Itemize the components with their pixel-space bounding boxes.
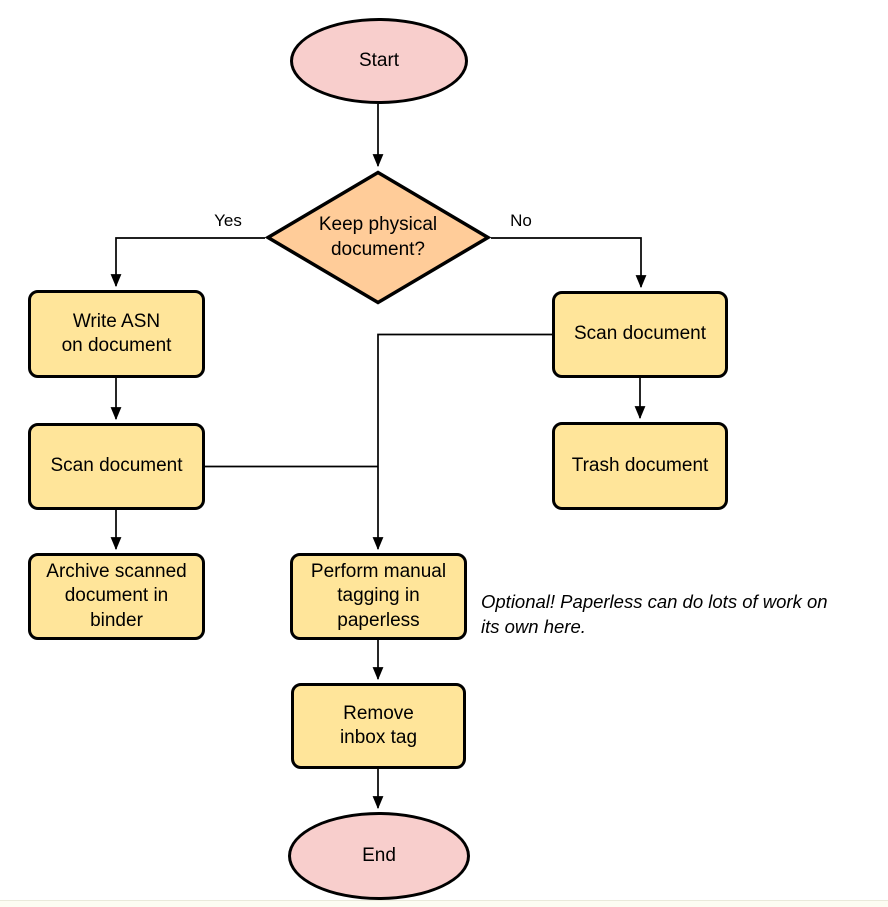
start-node: Start [290,18,468,104]
remove-inbox-tag-node: Remove inbox tag [291,683,466,769]
scan-document-right-node: Scan document [552,291,728,378]
decision-keep-physical-document-node: Keep physical document? [265,170,491,305]
write-asn-node: Write ASN on document [28,290,205,378]
archive-scanned-document-node: Archive scanned document in binder [28,553,205,640]
manual-tagging-node: Perform manual tagging in paperless [290,553,467,640]
scan-document-left-node: Scan document [28,423,205,510]
edge-decision-yes-to-write-asn [110,237,265,288]
page-bottom-edge [0,900,888,907]
edge-label-yes: Yes [214,211,242,230]
edge-label-no: No [510,211,532,230]
edge-scan-right-to-tagging [372,333,552,551]
decision-label: Keep physical document? [318,214,438,260]
trash-document-node: Trash document [552,422,728,510]
optional-annotation: Optional! Paperless can do lots of work … [481,591,828,637]
edge-decision-no-to-scan-right [491,237,647,289]
decision-diamond-shape [265,170,491,305]
end-node: End [288,812,470,900]
